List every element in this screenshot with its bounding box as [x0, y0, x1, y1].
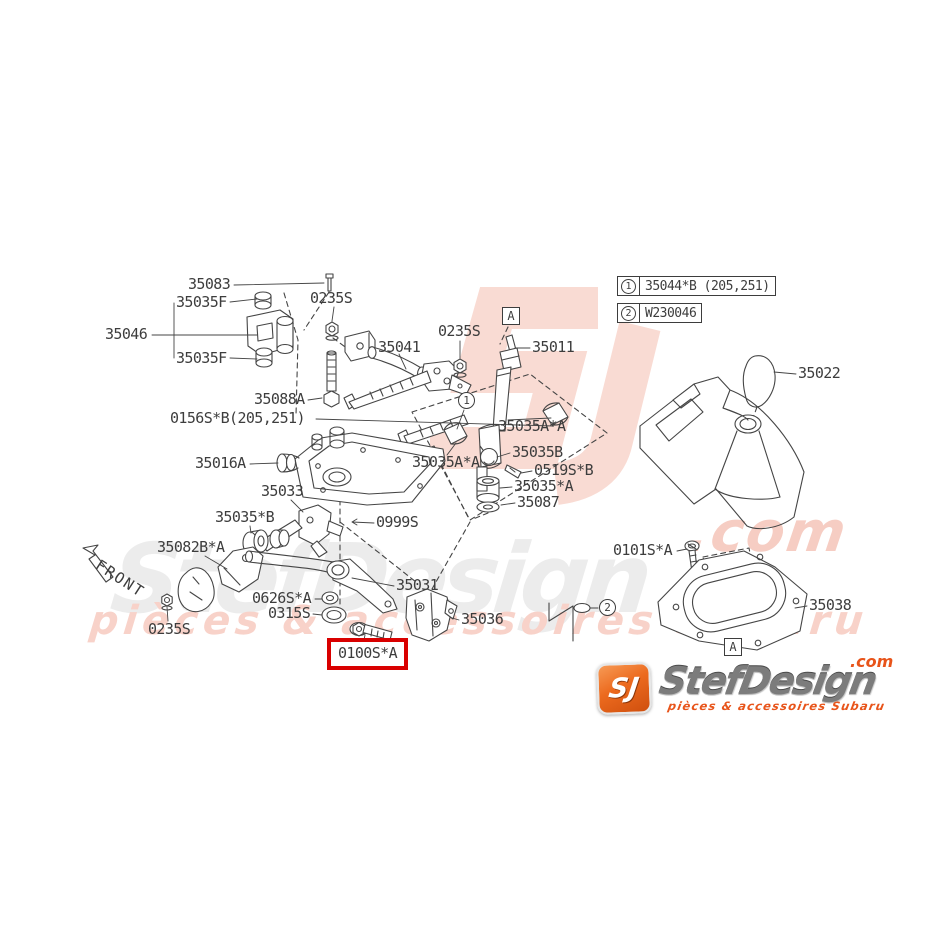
part-0156s-bolts	[343, 370, 469, 446]
stefdesign-logo-monogram-tile: SJ	[596, 662, 652, 715]
part-35031-arm	[244, 550, 398, 614]
legend-row-1: 1 35044*B (205,251)	[617, 276, 776, 296]
stefdesign-monogram: SJ	[607, 672, 641, 705]
front-arrow	[82, 544, 114, 583]
legend-circle-1: 1	[618, 277, 640, 295]
legend-row-2: 2 W230046	[617, 303, 703, 323]
part-0235s-nut-3	[161, 593, 173, 611]
part-0315s-grommet	[321, 606, 347, 624]
part-0519s-pin	[504, 464, 522, 479]
part-35088a-bolt	[323, 350, 340, 408]
legend-circle-2: 2	[618, 304, 640, 322]
part-console-boot	[639, 376, 805, 530]
legend-code-2: W230046	[645, 305, 697, 321]
legend: 1 35044*B (205,251) 2 W230046	[617, 276, 776, 330]
part-0626sa-washer	[321, 591, 339, 605]
part-35035b-ball	[479, 445, 499, 467]
part-0235s-nut-2	[453, 358, 467, 378]
part-35035a-bushing	[476, 475, 500, 504]
leader-lines	[151, 282, 808, 641]
part-35046-assembly	[246, 273, 334, 368]
part-35036-bracket	[405, 588, 458, 642]
part-35016a-plate	[276, 426, 446, 506]
part-35087-washer	[476, 501, 500, 513]
part-35038-plate	[657, 550, 808, 651]
part-0235s-nut-1	[325, 321, 339, 341]
part-clip-2	[548, 602, 599, 642]
stefdesign-logo-dotcom: .com	[850, 652, 894, 671]
part-35011-lever	[476, 334, 522, 492]
stefdesign-logo-brand: StefDesign	[656, 659, 879, 703]
stefdesign-logo: SJ .com StefDesign pièces & accessoires …	[596, 652, 893, 715]
legend-code-1: 35044*B (205,251)	[645, 278, 770, 294]
stefdesign-logo-tagline: pièces & accessoires Subaru	[666, 699, 887, 714]
part-0100sa-bolt	[349, 621, 393, 641]
